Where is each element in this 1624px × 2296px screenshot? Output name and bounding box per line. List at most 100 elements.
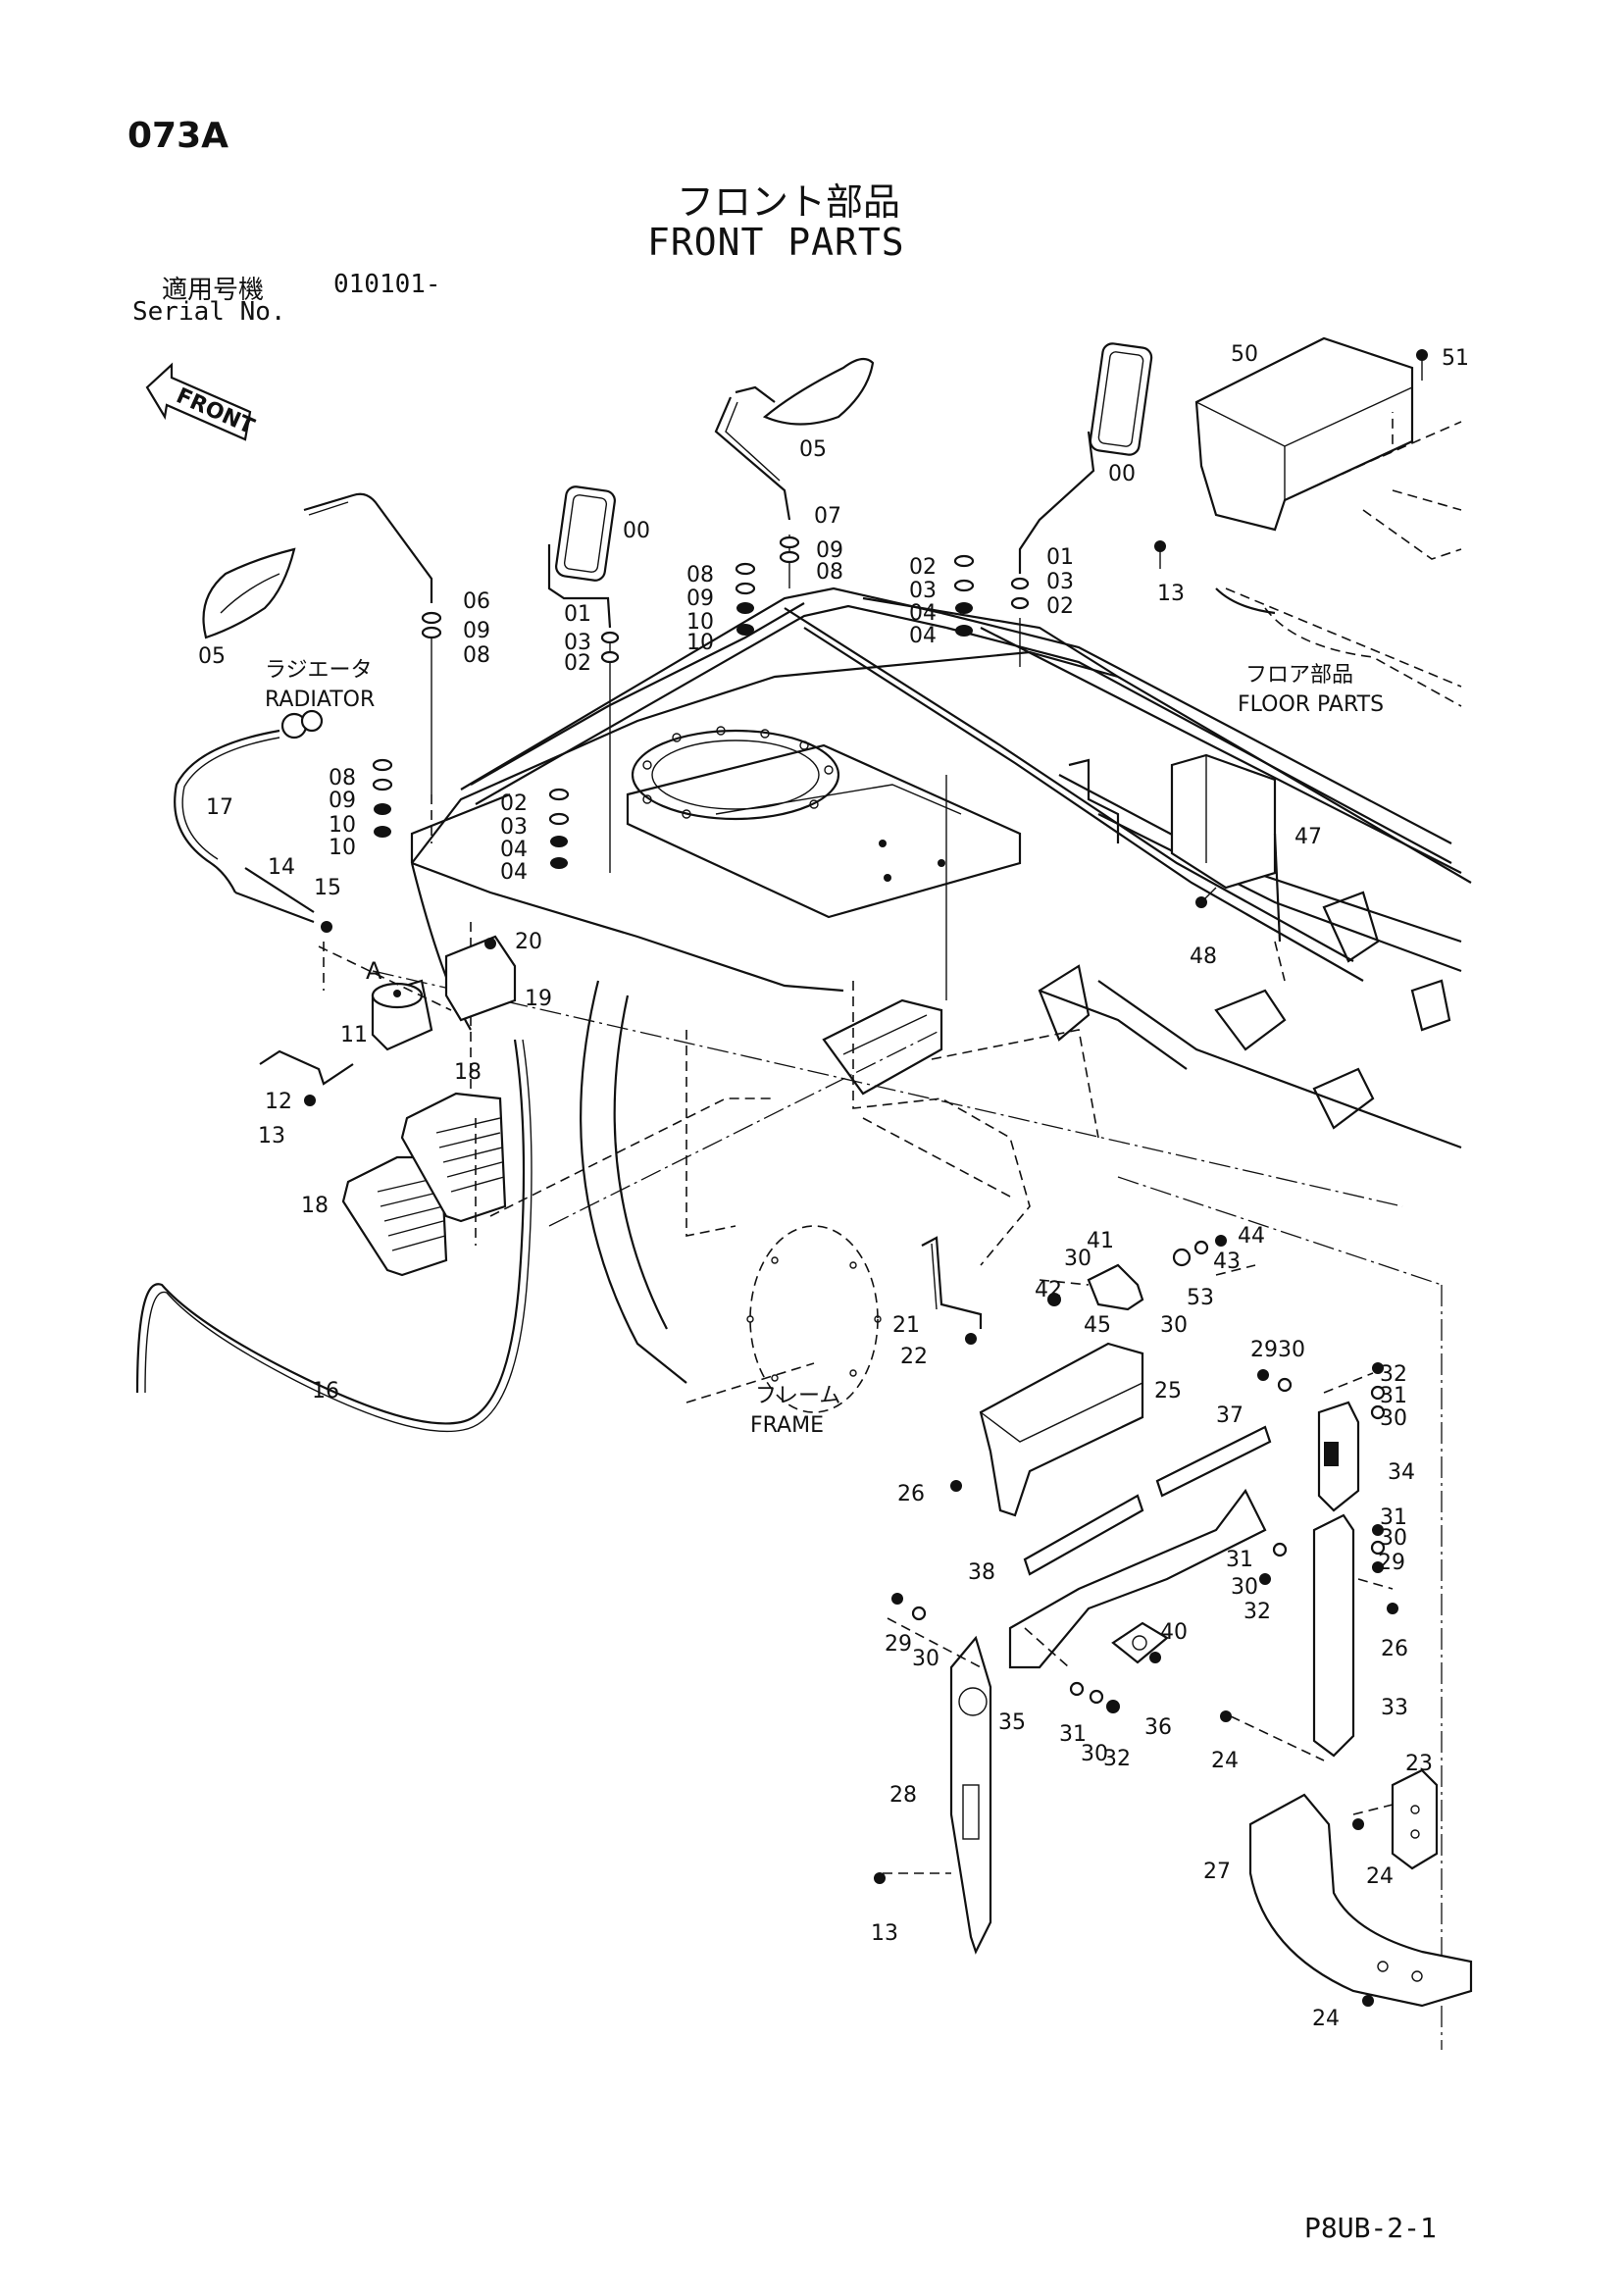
callout-16: 16 (312, 1379, 339, 1403)
callout-21: 21 (892, 1313, 920, 1338)
callout-43: 43 (1213, 1250, 1241, 1274)
callout-30: 30 (1380, 1406, 1407, 1431)
part-callouts: 0506090800010302050709080809101002030404… (198, 342, 1469, 2031)
callout-12: 12 (265, 1090, 292, 1114)
strip-37-38 (1023, 1425, 1272, 1576)
callout-34: 34 (1388, 1460, 1415, 1485)
title-english: FRONT PARTS (647, 221, 905, 264)
callout-04: 04 (909, 601, 937, 626)
callout-32: 32 (1103, 1747, 1131, 1771)
callout-24: 24 (1366, 1864, 1394, 1889)
page-reference: P8UB-2-1 (1304, 2212, 1437, 2244)
callout-10: 10 (329, 836, 356, 860)
hardware-bolts (304, 349, 1428, 2007)
serial-label-english: Serial No. (132, 297, 286, 327)
callout-41: 41 (1087, 1229, 1114, 1253)
callout-02: 02 (500, 791, 528, 816)
callout-09: 09 (686, 587, 714, 611)
serial-value: 010101- (333, 270, 441, 299)
callout-36: 36 (1144, 1715, 1172, 1740)
bracket-47 (1170, 753, 1282, 943)
callout-30: 30 (1278, 1338, 1305, 1362)
callout-24: 24 (1211, 1749, 1239, 1773)
callout-30: 30 (1081, 1742, 1108, 1766)
callout-09: 09 (329, 789, 356, 813)
front-direction-arrow-icon: FRONT (145, 362, 258, 441)
callout-32: 32 (1243, 1600, 1271, 1624)
bracket-21 (921, 1236, 983, 1329)
callout-23: 23 (1405, 1752, 1433, 1776)
panel-33 (1312, 1513, 1355, 1758)
title-japanese: フロント部品 (677, 180, 901, 224)
callout-15: 15 (314, 876, 341, 900)
callout-28: 28 (889, 1783, 917, 1808)
callout-31: 31 (1059, 1722, 1087, 1747)
callout-05: 05 (198, 644, 226, 669)
frame-label-jp: フレーム (755, 1384, 840, 1408)
bracket-41 (1087, 1263, 1144, 1311)
callout-27: 27 (1203, 1860, 1231, 1884)
callout-29: 29 (1378, 1551, 1405, 1575)
floor-label-en: FLOOR PARTS (1238, 692, 1384, 717)
callout-08: 08 (329, 766, 356, 791)
detail-a-label: A (366, 957, 382, 985)
callout-48: 48 (1190, 944, 1217, 969)
callout-10: 10 (686, 610, 714, 635)
callout-08: 08 (463, 643, 490, 668)
callout-30: 30 (1380, 1526, 1407, 1551)
callout-53: 53 (1187, 1286, 1214, 1310)
callout-02: 02 (909, 555, 937, 580)
callout-13: 13 (1157, 582, 1185, 606)
pad-40 (1111, 1621, 1169, 1664)
callout-20: 20 (515, 930, 542, 954)
callout-22: 22 (900, 1345, 928, 1369)
panel-28 (949, 1635, 992, 1955)
callout-29: 29 (885, 1632, 912, 1657)
callout-13: 13 (258, 1124, 285, 1148)
callout-08: 08 (686, 563, 714, 587)
air-guide-18b (400, 1092, 507, 1223)
callout-09: 09 (463, 619, 490, 643)
callout-30: 30 (1160, 1313, 1188, 1338)
callout-03: 03 (564, 631, 591, 655)
callout-26: 26 (897, 1482, 925, 1506)
callout-13: 13 (871, 1921, 898, 1946)
callout-03: 03 (909, 579, 937, 603)
callout-18: 18 (454, 1060, 482, 1085)
mirror-left (202, 492, 433, 639)
frame-label-en: FRAME (750, 1413, 824, 1438)
front-arrow-label: FRONT (173, 383, 258, 439)
radiator-label-jp: ラジエータ (265, 658, 373, 683)
radiator-label-en: RADIATOR (265, 688, 375, 712)
floor-parts-outline (1215, 421, 1462, 707)
plate-35 (1008, 1488, 1267, 1669)
callout-08: 08 (816, 560, 843, 585)
callout-38: 38 (968, 1560, 995, 1585)
callout-04: 04 (909, 624, 937, 648)
box-11 (371, 979, 433, 1051)
callout-09: 09 (816, 538, 843, 563)
callout-33: 33 (1381, 1696, 1408, 1720)
callout-04: 04 (500, 838, 528, 862)
bracket-23 (1391, 1768, 1439, 1870)
callout-50: 50 (1231, 342, 1258, 367)
callout-03: 03 (500, 815, 528, 840)
callout-30: 30 (1064, 1247, 1091, 1271)
washer-stacks (372, 536, 1030, 869)
callout-11: 11 (340, 1023, 368, 1047)
callout-19: 19 (525, 987, 552, 1011)
callout-10: 10 (329, 813, 356, 838)
callout-30: 30 (1231, 1575, 1258, 1600)
callout-26: 26 (1381, 1637, 1408, 1661)
callout-02: 02 (1046, 594, 1074, 619)
page-code: 073A (127, 116, 229, 156)
cover-50 (1194, 336, 1414, 532)
cable-16 (135, 1039, 533, 1433)
callout-00: 00 (623, 519, 650, 543)
callout-02: 02 (564, 651, 591, 676)
bracket-19 (444, 935, 517, 1022)
mirror-center (714, 357, 875, 521)
mirror-square-right (1018, 342, 1153, 574)
callout-29: 29 (1250, 1338, 1278, 1362)
